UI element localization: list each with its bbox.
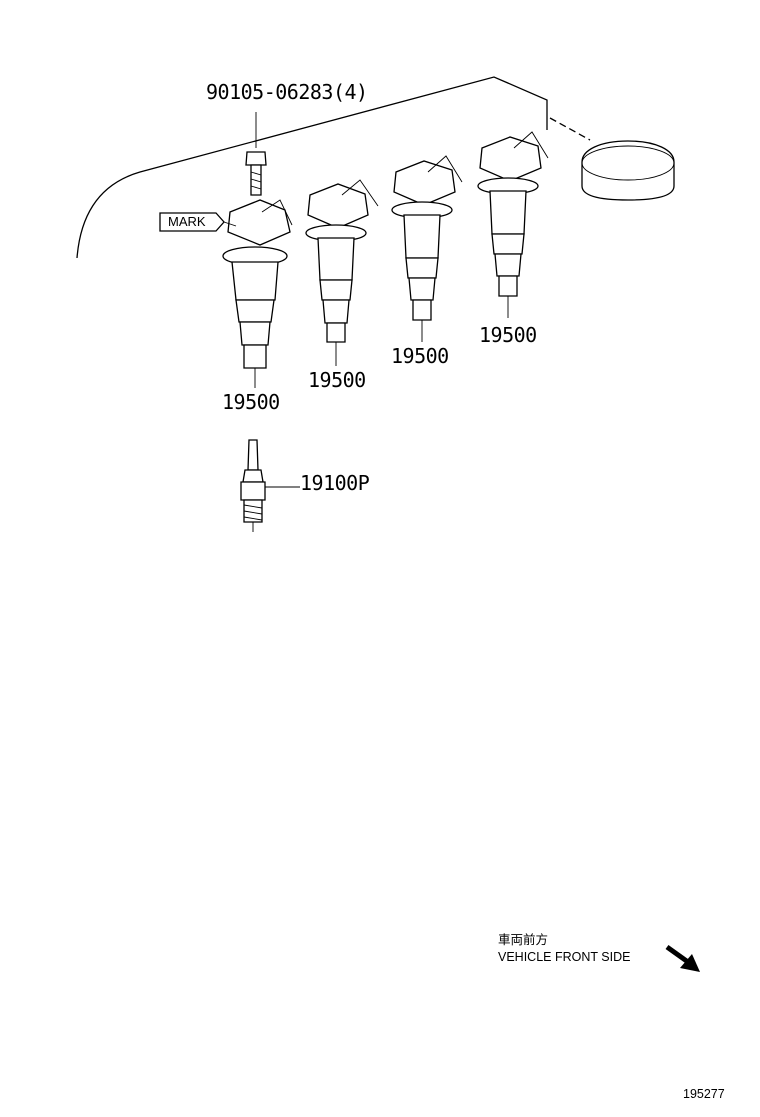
mark-label: MARK [168,214,206,229]
bolt-part-number: 90105-06283(4) [206,80,368,104]
spark-plug-icon [240,439,300,532]
coil-3-part-number: 19500 [391,344,449,368]
cover-dashed-link [549,117,591,141]
engine-cover-outline [76,76,548,259]
vehicle-front-japanese: 車両前方 [498,933,549,947]
ignition-coil-3 [391,155,463,342]
ignition-coil-2 [305,179,379,366]
coil-4-part-number: 19500 [479,323,537,347]
vehicle-front-english: VEHICLE FRONT SIDE [498,950,631,964]
spark-plug-part-number: 19100P [300,471,370,495]
bolt-icon [245,112,267,196]
oil-cap [581,140,675,201]
arrow-down-right-icon [665,944,700,972]
ignition-coil-4 [477,131,549,318]
ignition-coil-1 [222,199,293,388]
figure-number: 195277 [683,1087,725,1101]
coil-1-part-number: 19500 [222,390,280,414]
coil-2-part-number: 19500 [308,368,366,392]
mark-tag [159,212,225,232]
